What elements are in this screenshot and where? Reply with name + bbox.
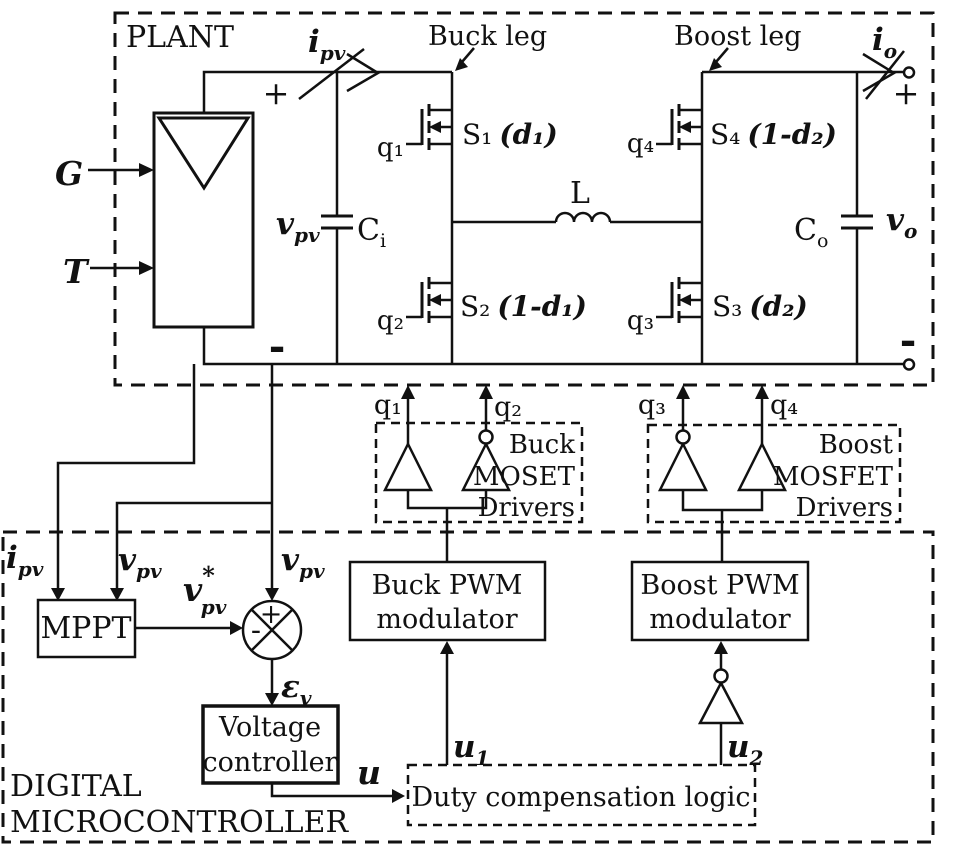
mosfet-s3 — [656, 277, 702, 323]
s4-label: S₄(1-d₂) — [710, 118, 837, 151]
power-wires — [202, 70, 903, 366]
capacitor-ci — [321, 72, 353, 364]
u-wire — [270, 783, 405, 803]
mosfet-s1 — [406, 104, 452, 150]
drive-label-q1: q₁ — [374, 390, 402, 421]
output-terminal-minus — [902, 358, 916, 371]
mc-title-line1: DIGITAL — [10, 769, 142, 804]
drive-label-q3: q₃ — [638, 390, 666, 421]
u2-label: u2 — [727, 729, 764, 770]
u2-wire — [697, 641, 745, 765]
vref-wire — [135, 621, 243, 635]
buck-driver-line1: Buck — [509, 430, 575, 460]
buck-driver-line2: MOSET — [473, 462, 576, 492]
io-label: io — [872, 22, 897, 63]
gate-label-q1: q₁ — [377, 133, 404, 163]
duty-logic-box — [406, 763, 757, 827]
plant-title: PLANT — [126, 20, 234, 55]
vo-label: vo — [886, 202, 917, 243]
vref-label: v*pv — [183, 561, 227, 619]
buck-drivers — [374, 421, 584, 562]
inverter-icon — [697, 680, 745, 725]
plus-in-label: + — [263, 74, 290, 112]
sum-minus-label: - — [251, 613, 261, 648]
vpv-sum-label: vpv — [281, 542, 325, 583]
drive-label-q2: q₂ — [494, 392, 522, 423]
vpv-mc-label: vpv — [118, 542, 162, 583]
minus-out-label: - — [900, 317, 917, 364]
ipv-mc-label: ipv — [6, 540, 44, 581]
boost-driver-line2: MOSFET — [773, 462, 894, 492]
mppt-label: MPPT — [40, 611, 131, 646]
inductor-label: L — [570, 176, 590, 211]
boost-driver-line1: Boost — [819, 430, 894, 460]
vpv-measure-wire — [110, 364, 279, 601]
drive-label-q4: q₄ — [770, 390, 798, 421]
buck-driver-line3: Drivers — [478, 493, 575, 523]
boost-leg-label: Boost leg — [674, 21, 802, 52]
boost-pwm-line2: modulator — [649, 604, 790, 635]
t-arrowhead — [139, 261, 154, 275]
gate-wires — [401, 385, 769, 444]
voltage-controller-box — [201, 704, 340, 785]
g-arrowhead — [139, 163, 154, 177]
irradiance-input: G — [55, 154, 154, 193]
sum-plus-label: + — [260, 599, 283, 630]
mosfet-s4 — [656, 104, 702, 150]
s2-label: S₂(1-d₁) — [460, 290, 587, 323]
duty-logic-label: Duty compensation logic — [412, 782, 751, 813]
plant-box — [113, 11, 935, 387]
io-current-arrow — [862, 50, 905, 100]
temperature-input: T — [63, 252, 154, 291]
u1-wire — [440, 641, 454, 765]
buck-pwm-line2: modulator — [376, 604, 517, 635]
mc-title-line2: MICROCONTROLLER — [10, 805, 349, 840]
pv-panel — [152, 111, 255, 329]
s1-label: S₁(d₁) — [462, 118, 558, 151]
error-label: εv — [281, 669, 312, 710]
mosfet-s2 — [406, 277, 452, 323]
voltage-controller-line1: Voltage — [218, 712, 321, 743]
u1-label: u1 — [453, 729, 489, 770]
buck-pwm-box — [348, 560, 547, 642]
inverter-bubble-icon — [478, 429, 494, 445]
error-wire — [265, 659, 279, 706]
buck-leg-label: Buck leg — [428, 21, 547, 52]
ipv-current-arrow — [298, 48, 381, 100]
plus-out-label: + — [893, 74, 920, 112]
boost-drivers — [646, 423, 902, 562]
output-terminal-plus — [902, 66, 916, 79]
buck-pwm-line1: Buck PWM — [372, 570, 523, 601]
vpv-plant-label: vpv — [276, 206, 320, 247]
capacitor-co — [841, 72, 873, 364]
microcontroller-box — [1, 530, 935, 844]
voltage-controller-line2: controller — [203, 747, 338, 778]
g-label: G — [55, 154, 83, 193]
inductor-coil — [554, 211, 612, 223]
buck-leg-pointer — [455, 47, 475, 71]
boost-pwm-line1: Boost PWM — [640, 570, 799, 601]
t-label: T — [63, 252, 90, 291]
inverter-bubble-icon — [675, 429, 691, 445]
co-label: Co — [794, 213, 828, 252]
buffer-icon — [382, 441, 434, 492]
u-label: u — [357, 753, 381, 792]
ipv-measure-wire — [51, 364, 196, 601]
boost-driver-line3: Drivers — [796, 493, 893, 523]
inverter-bubble-icon — [713, 668, 729, 684]
boost-pwm-box — [630, 560, 810, 642]
ipv-top-label: ipv — [308, 24, 346, 65]
s3-label: S₃(d₂) — [712, 290, 808, 323]
ci-label: Ci — [357, 213, 386, 252]
inverter-icon — [657, 441, 709, 492]
gate-label-q4: q₄ — [627, 129, 654, 159]
gate-label-q3: q₃ — [627, 306, 654, 336]
boost-leg-pointer — [709, 47, 729, 71]
minus-in-label: - — [269, 323, 286, 370]
gate-label-q2: q₂ — [377, 306, 404, 336]
